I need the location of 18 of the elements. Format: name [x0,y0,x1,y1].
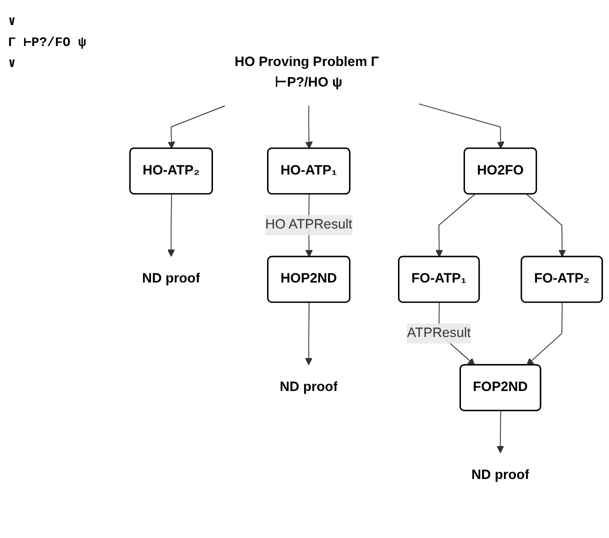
edge-label: ATPResult [407,326,471,340]
note-text: ∨ [8,14,17,29]
arrow [305,105,313,149]
arrow [496,410,504,454]
note-text: Γ ⊢P?/FO ψ [8,35,88,50]
note-text: ∨ [8,56,17,71]
arrow [167,194,175,257]
node-text: ND proof [142,272,200,286]
node-text: ND proof [280,380,338,394]
arrow [526,194,566,258]
node-text: HO Proving Problem Γ ⊢P?/HO ψ [234,54,380,90]
arrow [436,194,476,258]
edge-label: HO ATPResult [265,217,352,232]
arrow [168,105,226,149]
arrow [526,302,563,366]
arrow [305,302,312,365]
arrow [418,103,504,149]
node-text: ND proof [471,468,530,482]
